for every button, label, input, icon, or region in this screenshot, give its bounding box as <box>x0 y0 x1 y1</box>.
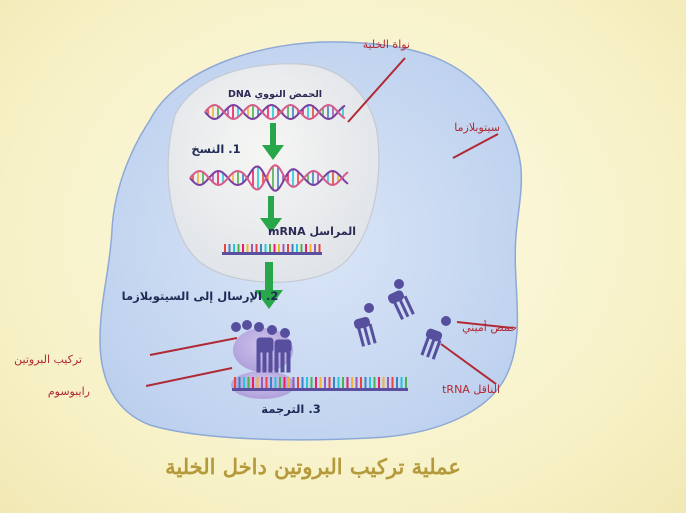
trna-free-3 <box>420 316 451 360</box>
mrna-strand-cytoplasm <box>232 377 408 391</box>
protein-chain <box>231 320 290 338</box>
nucleus-label: نواة الخلية <box>363 38 410 51</box>
dna-label: الحمض النووي DNA <box>228 89 322 100</box>
step-transcription-label: 1. النسخ <box>191 142 240 156</box>
cytoplasm-label: سيتوبلازما <box>454 121 500 134</box>
callout-lines <box>145 57 514 387</box>
trna-free-1 <box>353 303 377 347</box>
dna-transcription-bubble <box>189 164 349 192</box>
ribosome-label: رايبوسوم <box>48 385 90 398</box>
diagram-title: عملية تركيب البروتين داخل الخلية <box>165 454 461 480</box>
trna-in-ribosome <box>256 337 292 373</box>
mrna-strand-nucleus <box>222 244 322 255</box>
arrow-to-mrna <box>260 196 282 233</box>
step-translation-label: 3. الترجمة <box>261 402 320 416</box>
step-export-label: 2. الإرسال إلى السيتوبلازما <box>122 289 279 304</box>
trna-free-2 <box>387 279 415 320</box>
dna-helix <box>204 104 346 120</box>
amino-acid-label: حمض أميني <box>462 320 517 334</box>
arrow-export <box>255 262 283 309</box>
arrow-transcription <box>262 123 284 160</box>
protein-synthesis-label: تركيب البروتين <box>14 353 82 366</box>
mrna-label: mRNA المراسل <box>268 225 356 238</box>
trna-label: tRNA الناقل <box>442 383 500 396</box>
